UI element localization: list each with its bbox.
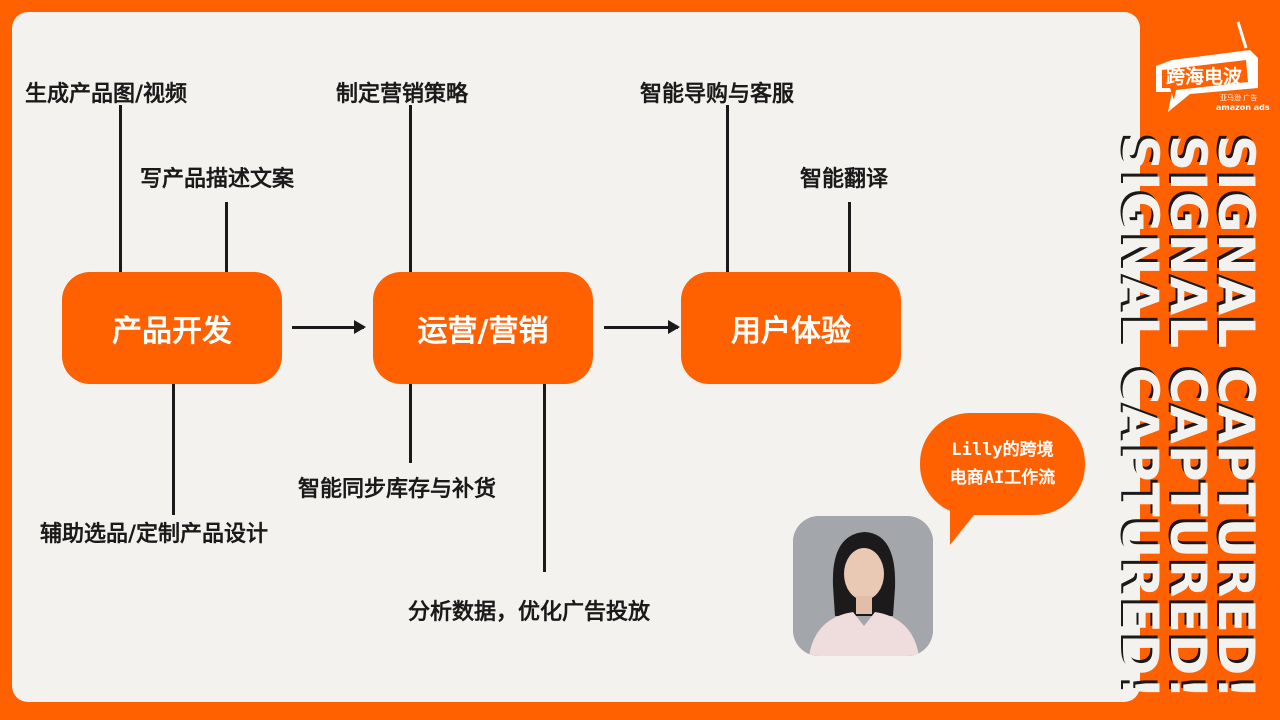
label-product-top1: 生成产品图/视频 bbox=[25, 82, 188, 107]
node-product-development: 产品开发 bbox=[62, 272, 282, 384]
flow-arrow bbox=[292, 320, 366, 334]
label-ux-top1: 智能导购与客服 bbox=[640, 82, 795, 107]
connector-line bbox=[848, 202, 851, 272]
label-ops-bottom2: 分析数据，优化广告投放 bbox=[408, 600, 651, 625]
connector-line bbox=[726, 105, 729, 272]
side-text-3: SIGNAL CAPTURED! bbox=[1111, 135, 1169, 701]
label-ops-top: 制定营销策略 bbox=[336, 82, 469, 107]
label-ops-bottom1: 智能同步库存与补货 bbox=[298, 477, 497, 502]
label-product-bottom: 辅助选品/定制产品设计 bbox=[40, 522, 269, 547]
connector-line bbox=[409, 105, 412, 272]
connector-line bbox=[172, 384, 175, 515]
connector-line bbox=[119, 105, 122, 272]
connector-line bbox=[543, 384, 546, 572]
label-ux-top2: 智能翻译 bbox=[800, 167, 889, 192]
label-product-top2: 写产品描述文案 bbox=[140, 167, 295, 192]
logo-sub2: amazon ads bbox=[1216, 103, 1270, 112]
bubble-line-1: Lilly的跨境 bbox=[951, 440, 1054, 460]
side-text-1: SIGNAL CAPTURED! bbox=[1207, 135, 1265, 701]
speech-bubble: Lilly的跨境 电商AI工作流 bbox=[920, 413, 1085, 515]
side-text-2: SIGNAL CAPTURED! bbox=[1159, 135, 1217, 701]
bubble-line-2: 电商AI工作流 bbox=[949, 468, 1056, 488]
logo: 跨海电波 亚马逊 广告 amazon ads bbox=[1150, 20, 1270, 120]
connector-line bbox=[409, 384, 412, 463]
node-operations-marketing: 运营/营销 bbox=[373, 272, 593, 384]
logo-title: 跨海电波 bbox=[1166, 65, 1243, 88]
connector-line bbox=[225, 202, 228, 272]
logo-sub1: 亚马逊 广告 bbox=[1220, 93, 1257, 102]
speaker-photo bbox=[793, 516, 933, 656]
flow-arrow bbox=[604, 320, 680, 334]
node-user-experience: 用户体验 bbox=[681, 272, 901, 384]
